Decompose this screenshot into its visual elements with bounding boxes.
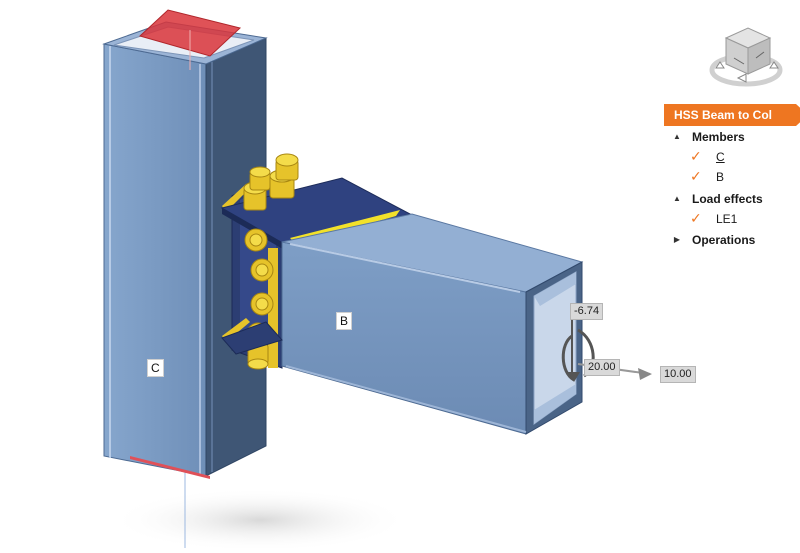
view-cube-icon[interactable] <box>704 18 788 92</box>
bolt-group[interactable] <box>221 153 299 370</box>
load-value-vertical: -6.74 <box>570 303 604 320</box>
check-icon[interactable]: ✓ <box>690 210 702 226</box>
operations-label: Operations <box>692 233 756 247</box>
member-b-label: B <box>716 170 725 184</box>
load-effects-label: Load effects <box>692 192 763 206</box>
project-tree: HSS Beam to Col ▲ Members ✓ C ✓ B ▲ Load… <box>660 104 800 264</box>
connection-title-tab[interactable]: HSS Beam to Col <box>664 104 800 126</box>
load-value-axial: 10.00 <box>660 366 696 383</box>
column-label[interactable]: C <box>147 359 164 377</box>
le1-label: LE1 <box>716 212 738 226</box>
beam-b[interactable] <box>281 213 584 435</box>
expand-arrow-icon[interactable]: ▶ <box>673 235 681 244</box>
check-icon[interactable]: ✓ <box>690 148 702 164</box>
members-label: Members <box>692 130 745 144</box>
load-value-moment: 20.00 <box>584 359 620 376</box>
beam-label[interactable]: B <box>336 312 353 330</box>
collapse-arrow-icon[interactable]: ▲ <box>673 194 681 203</box>
collapse-arrow-icon[interactable]: ▲ <box>673 132 681 141</box>
check-icon[interactable]: ✓ <box>690 168 702 184</box>
ground-shadow <box>110 488 410 552</box>
member-c-label: C <box>716 150 725 164</box>
